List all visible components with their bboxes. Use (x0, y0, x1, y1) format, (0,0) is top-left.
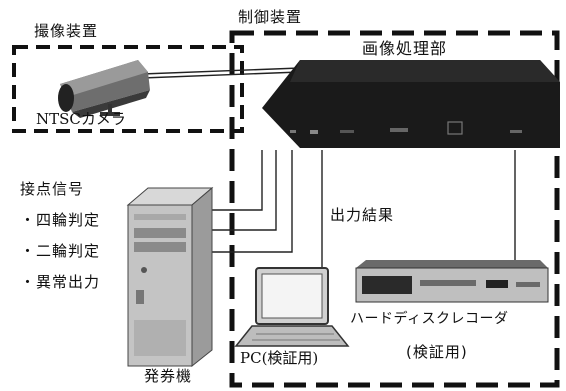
signal-item-four-wheel: ・四輪判定 (20, 211, 101, 229)
ticket-machine (126, 186, 214, 368)
camera-group-label: 撮像装置 (34, 22, 99, 40)
pc-label: PC(検証用) (240, 349, 319, 367)
camera-cables (141, 67, 301, 79)
control-group-label: 制御装置 (238, 8, 303, 26)
output-result-label: 出力結果 (330, 206, 395, 224)
image-processor-label: 画像処理部 (362, 39, 448, 58)
camera-label: NTSCカメラ (36, 110, 126, 128)
hdd-recorder (355, 260, 549, 303)
ntsc-camera (58, 60, 150, 118)
image-processor-unit (262, 60, 560, 148)
control-group-box (229, 30, 560, 388)
output-cables (321, 150, 516, 268)
signal-item-error-output: ・異常出力 (20, 273, 101, 291)
camera-group-box (12, 45, 244, 133)
laptop-pc (234, 267, 350, 347)
ticket-machine-label: 発券機 (144, 367, 193, 385)
signals-title: 接点信号 (20, 180, 85, 198)
signal-item-two-wheel: ・二輪判定 (20, 242, 101, 260)
signal-cables (212, 150, 293, 253)
hdd-recorder-note: (検証用) (406, 343, 468, 361)
hdd-recorder-label: ハードディスクレコーダ (350, 311, 509, 327)
